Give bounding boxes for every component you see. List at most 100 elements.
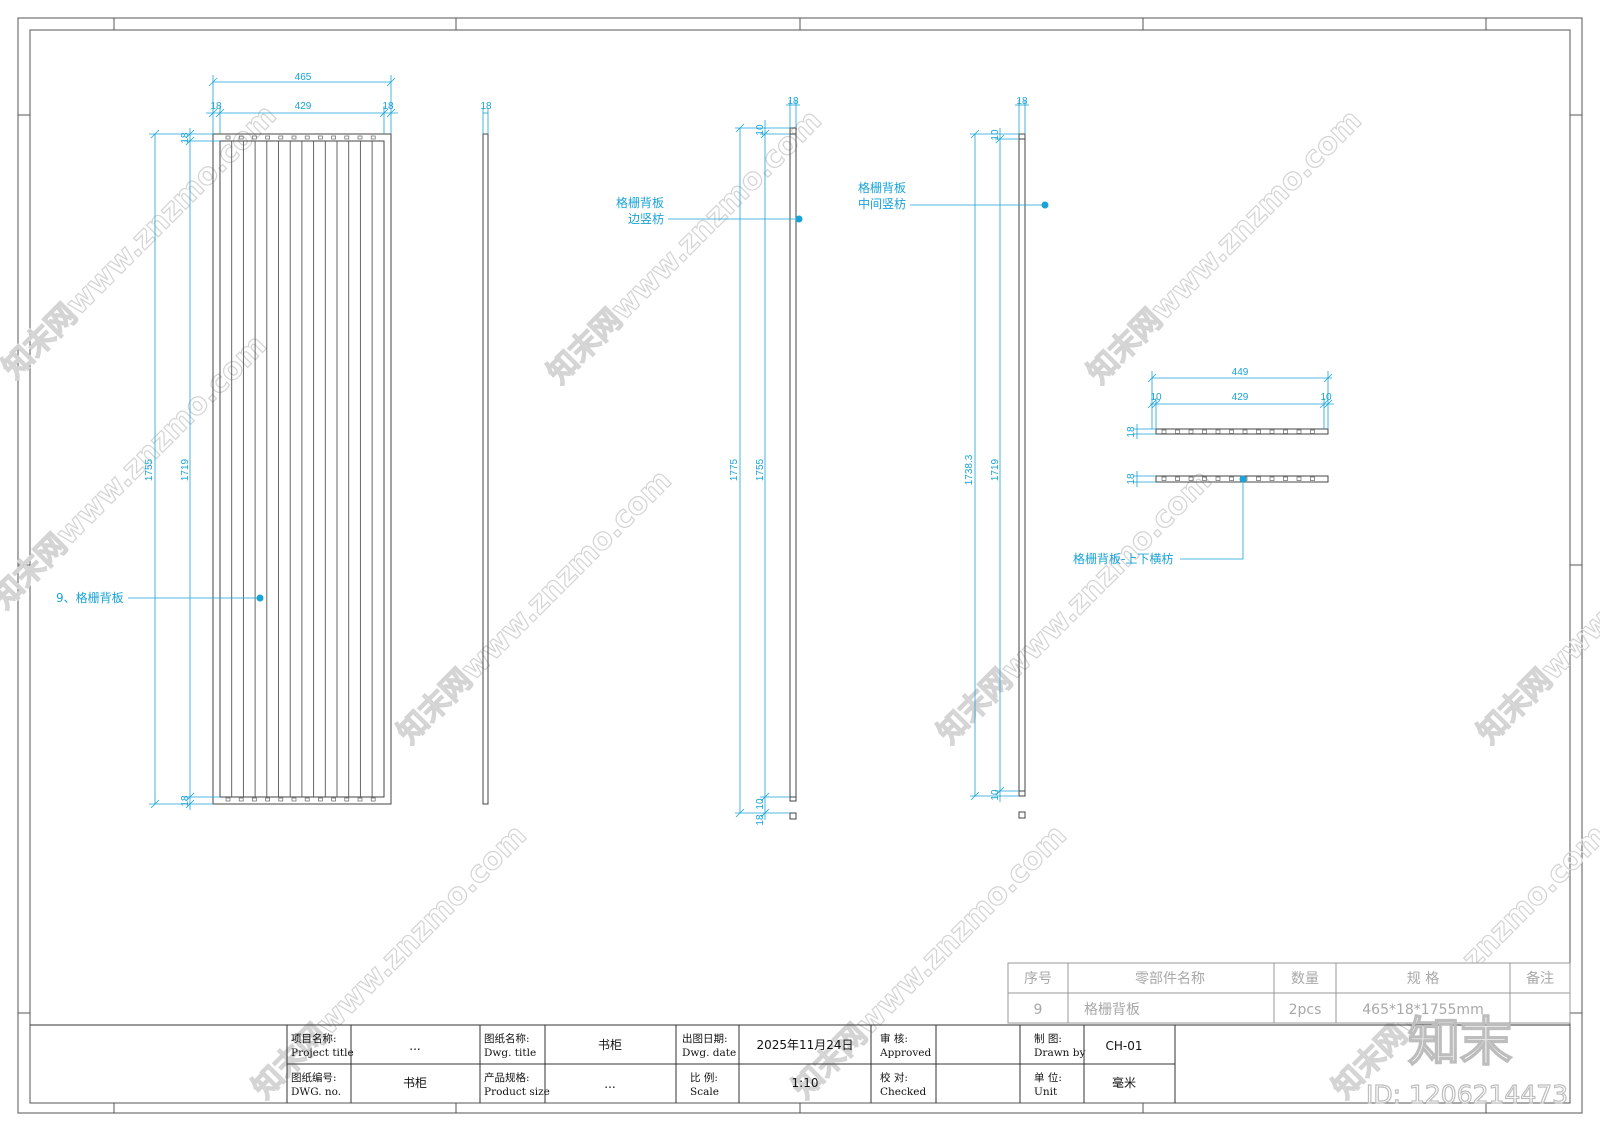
mortise-slot: [238, 135, 244, 140]
tb-scale-label: 比 例:: [690, 1071, 718, 1084]
watermark-layer: 知末网www.znzmo.com 知末网www.znzmo.com 知末网www…: [0, 97, 1600, 1106]
dim-panel-height-inner: 1719: [180, 458, 191, 481]
tb-approved-label-en: Approved: [879, 1047, 932, 1059]
dim-edge-bottom-a: 10: [755, 798, 766, 810]
callout-edge-stile-line2: 边竖枋: [628, 211, 664, 226]
dim-panel-bottom: 18: [180, 795, 191, 807]
brand-logo-text: 知末: [1408, 1013, 1512, 1073]
mortise-slot: [344, 135, 350, 140]
mid-stile-callout: 格栅背板 中间竖枋: [858, 180, 1049, 211]
callout-mid-stile-line2: 中间竖枋: [858, 196, 906, 211]
mortise-slot: [265, 797, 270, 802]
mortise-slot: [278, 135, 284, 140]
mid-stile-view: 18 1738.3 10 1719 10: [964, 96, 1029, 819]
dim-mid-thickness: 18: [1016, 96, 1028, 107]
tb-dwg-no-value: 书柜: [403, 1076, 427, 1090]
tb-dwg-title-label-en: Dwg. title: [484, 1047, 536, 1059]
rail-bottom-slots: [1161, 476, 1315, 481]
dim-panel-side-right: 18: [382, 101, 394, 112]
rail-slot: [1310, 429, 1315, 434]
panel-slats: [231, 141, 373, 797]
bom-cell-spec: 465*18*1755mm: [1362, 1002, 1483, 1018]
rail-slot: [1202, 476, 1207, 481]
mortise-slot: [344, 797, 350, 802]
bom-header-index: 序号: [1024, 971, 1052, 987]
mortise-slot: [304, 797, 310, 802]
dim-mid-top: 10: [990, 129, 1001, 141]
callout-mid-stile-line1: 格栅背板: [858, 180, 906, 195]
callout-rail: 格栅背板-上下横枋: [1073, 551, 1173, 566]
watermark-text: 知末网www.znzmo.com: [1471, 463, 1600, 751]
panel-top-slots: [225, 135, 376, 140]
tb-project-label: 项目名称:: [291, 1032, 337, 1045]
mortise-slot: [370, 135, 376, 140]
bom-header-qty: 数量: [1291, 971, 1319, 987]
dim-panel-top: 18: [180, 132, 191, 144]
bom-header-part: 零部件名称: [1135, 971, 1205, 987]
panel-outline: [212, 133, 392, 805]
side-view-outline: [482, 133, 489, 805]
mortise-slot: [225, 135, 231, 140]
dim-mid-inner: 1719: [990, 458, 1001, 481]
dim-side-thickness: 18: [480, 101, 492, 112]
panel-bottom-slots: [225, 797, 376, 802]
panel-callout: 9、格栅背板: [56, 590, 264, 605]
watermark-text: 知末网www.znzmo.com: [786, 818, 1074, 1106]
edge-stile-section: [789, 812, 797, 820]
tb-project-label-en: Project title: [291, 1047, 354, 1059]
dim-rail-total: 449: [1232, 367, 1249, 378]
rail-slot: [1161, 476, 1167, 481]
rail-slot: [1161, 429, 1167, 434]
edge-stile-view: 18 1775 10 1755 10 18: [729, 96, 800, 826]
dim-rail-height-a: 18: [1126, 426, 1137, 438]
image-id: ID: 1206214473: [1366, 1080, 1568, 1109]
rail-slot: [1202, 429, 1207, 434]
dim-mid-bottom: 10: [990, 789, 1001, 801]
dim-edge-total: 1775: [729, 458, 740, 481]
mortise-slot: [331, 135, 336, 140]
dim-panel-width: 465: [295, 72, 312, 83]
mortise-slot: [318, 135, 323, 140]
tb-dwg-title-label: 图纸名称:: [484, 1032, 530, 1045]
callout-dot: [795, 215, 803, 223]
bom-header-spec: 规 格: [1407, 971, 1439, 987]
watermark-text: 知末网www.znzmo.com: [931, 463, 1219, 751]
mortise-slot: [225, 797, 231, 802]
tb-drawn-label: 制 图:: [1034, 1032, 1062, 1045]
tb-scale-label-en: Scale: [690, 1086, 719, 1098]
mortise-slot: [370, 797, 376, 802]
rail-slot: [1269, 429, 1275, 434]
rail-callout: 格栅背板-上下横枋: [1073, 475, 1247, 566]
outer-border: [17, 17, 1583, 1114]
bom-cell-index: 9: [1034, 1002, 1043, 1018]
mortise-slot: [357, 135, 363, 140]
watermark-text: 知末网www.znzmo.com: [391, 463, 679, 751]
rail-slot: [1215, 476, 1221, 481]
watermark-text: 知末网www.znzmo.com: [541, 103, 829, 391]
dim-edge-bottom-b: 18: [755, 814, 766, 826]
tb-size-label-en: Product size: [484, 1086, 550, 1098]
tb-dwg-no-label: 图纸编号:: [291, 1071, 337, 1084]
rail-slot: [1215, 429, 1221, 434]
tb-checked-label: 校 对:: [880, 1071, 908, 1084]
dim-panel-inner: 429: [295, 101, 312, 112]
rail-slot: [1256, 429, 1261, 434]
dim-rail-left: 10: [1150, 392, 1162, 403]
mortise-slot: [238, 797, 244, 802]
rail-slot: [1175, 476, 1180, 481]
edge-stile-callout: 格栅背板 边竖枋: [616, 195, 803, 226]
tb-date-label-en: Dwg. date: [682, 1047, 736, 1059]
tb-unit-label-en: Unit: [1034, 1086, 1058, 1098]
rail-top-outline: [1155, 428, 1329, 435]
mortise-slot: [357, 797, 363, 802]
rail-slot: [1269, 476, 1275, 481]
tb-drawn-label-en: Drawn by: [1034, 1047, 1086, 1059]
rail-slot: [1296, 429, 1302, 434]
title-block: 项目名称: Project title ... 图纸名称: Dwg. title…: [30, 1024, 1570, 1103]
rail-top-slots: [1161, 429, 1315, 434]
brand-watermark: 知末 ID: 1206214473: [1365, 1012, 1568, 1109]
mortise-slot: [291, 797, 297, 802]
dim-panel-side-left: 18: [210, 101, 222, 112]
mortise-slot: [304, 135, 310, 140]
edge-stile-outline: [789, 127, 797, 802]
